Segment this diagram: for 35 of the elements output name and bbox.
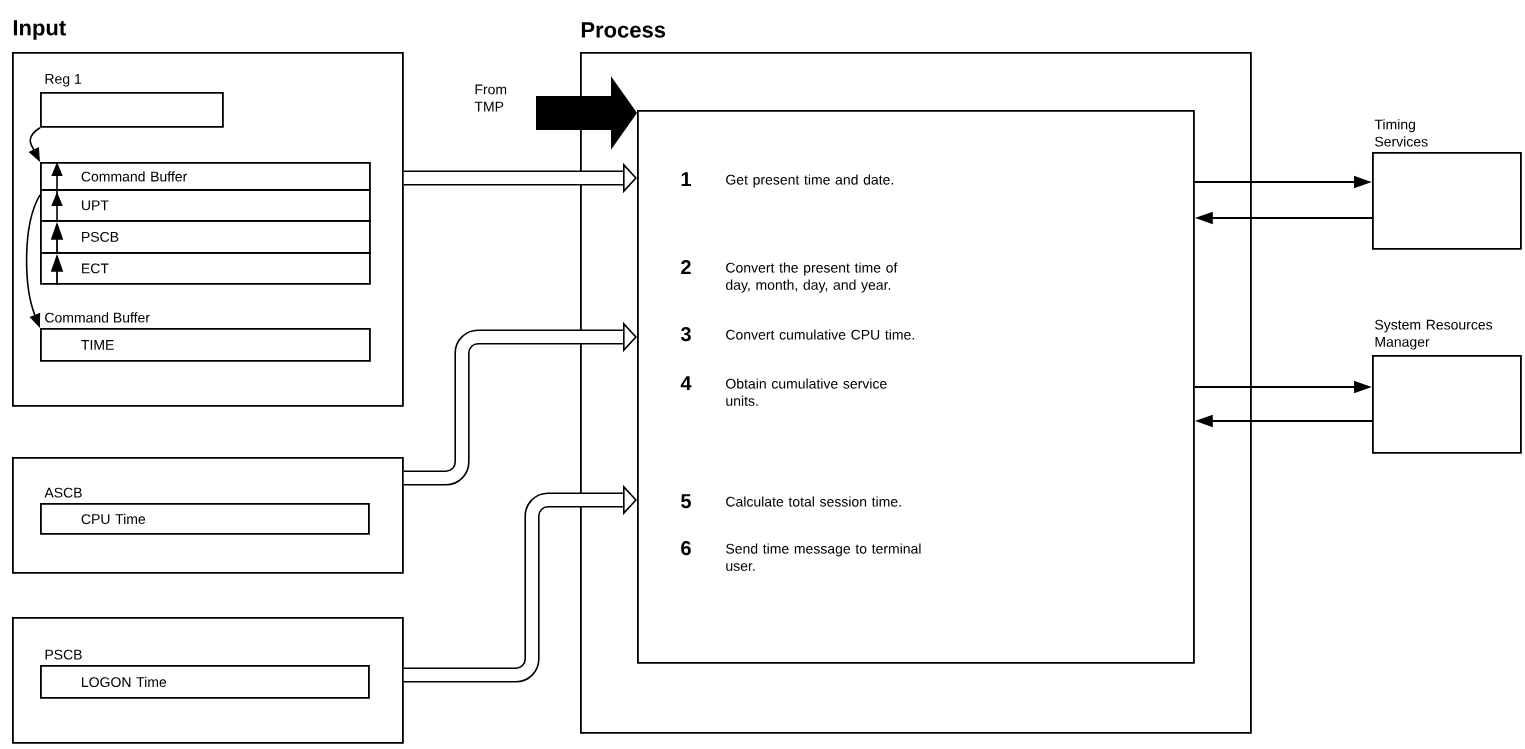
field-label: Command Buffer xyxy=(45,312,150,323)
section-title: Input xyxy=(13,20,66,40)
field-row: Command Buffer xyxy=(40,162,371,191)
step-text: Get present time and date. xyxy=(726,174,893,188)
field-row: UPT xyxy=(40,189,371,222)
process-box xyxy=(637,110,1195,664)
field-box: TIME xyxy=(40,328,371,362)
step-text: Send time message to terminal user. xyxy=(726,543,921,571)
step-text: Calculate total session time. xyxy=(726,496,901,507)
field-label: Reg 1 xyxy=(45,74,82,87)
field-box: LOGON Time xyxy=(40,665,370,699)
step-number: 4 xyxy=(680,376,692,390)
panel-box xyxy=(580,52,1252,734)
panel-box xyxy=(12,52,404,407)
edge-label: From TMP xyxy=(474,84,507,112)
panel-box xyxy=(12,617,404,744)
module-label: System Resources Manager xyxy=(1375,319,1493,350)
step-text: Obtain cumulative service units. xyxy=(726,378,887,406)
step-number: 6 xyxy=(681,541,691,556)
arrow xyxy=(403,484,637,683)
module-label: Timing Services xyxy=(1374,119,1428,147)
section-title: Process xyxy=(581,22,666,38)
arrow xyxy=(403,321,637,486)
field-label: PSCB xyxy=(45,649,82,660)
step-number: 1 xyxy=(681,172,691,186)
field-row: ECT xyxy=(40,252,371,285)
step-number: 2 xyxy=(681,260,691,274)
step-text: Convert cumulative CPU time. xyxy=(726,329,914,340)
field-label: ASCB xyxy=(44,487,82,498)
panel-box xyxy=(12,457,404,574)
step-number: 5 xyxy=(681,494,691,509)
field-box: CPU Time xyxy=(40,503,370,535)
step-number: 3 xyxy=(680,327,691,342)
field-row: PSCB xyxy=(40,220,371,254)
step-text: Convert the present time of day, month, day, and year. xyxy=(726,262,898,293)
